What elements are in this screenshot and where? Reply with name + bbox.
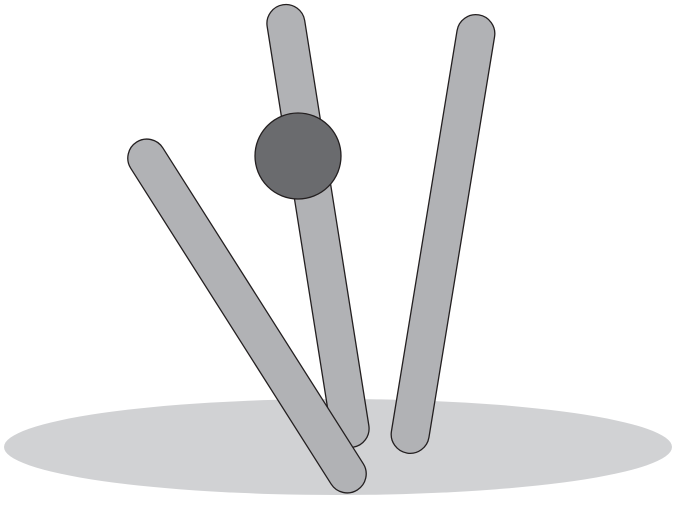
ball: [255, 113, 341, 199]
